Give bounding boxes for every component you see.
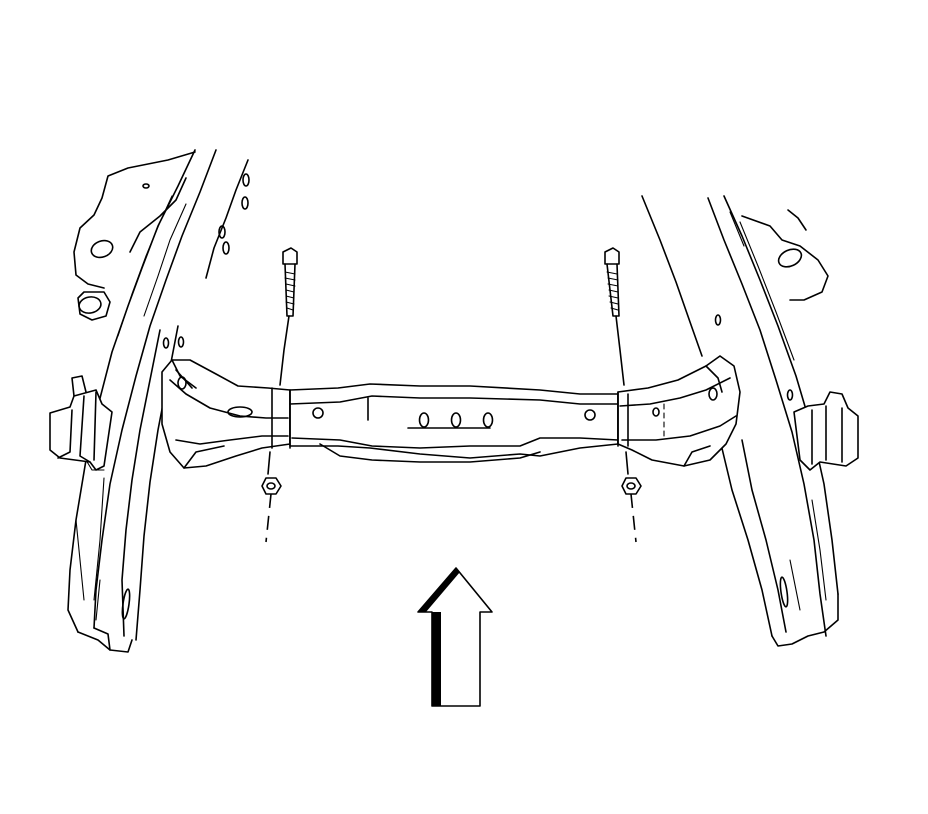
right-nut: [621, 451, 642, 543]
left-bolt: [279, 247, 298, 386]
right-frame-rail: [641, 195, 859, 647]
left-nut: [261, 451, 282, 543]
direction-arrow: [417, 567, 493, 707]
right-bolt: [604, 247, 625, 386]
crossmember: [161, 355, 741, 469]
left-frame-rail: [49, 149, 250, 653]
